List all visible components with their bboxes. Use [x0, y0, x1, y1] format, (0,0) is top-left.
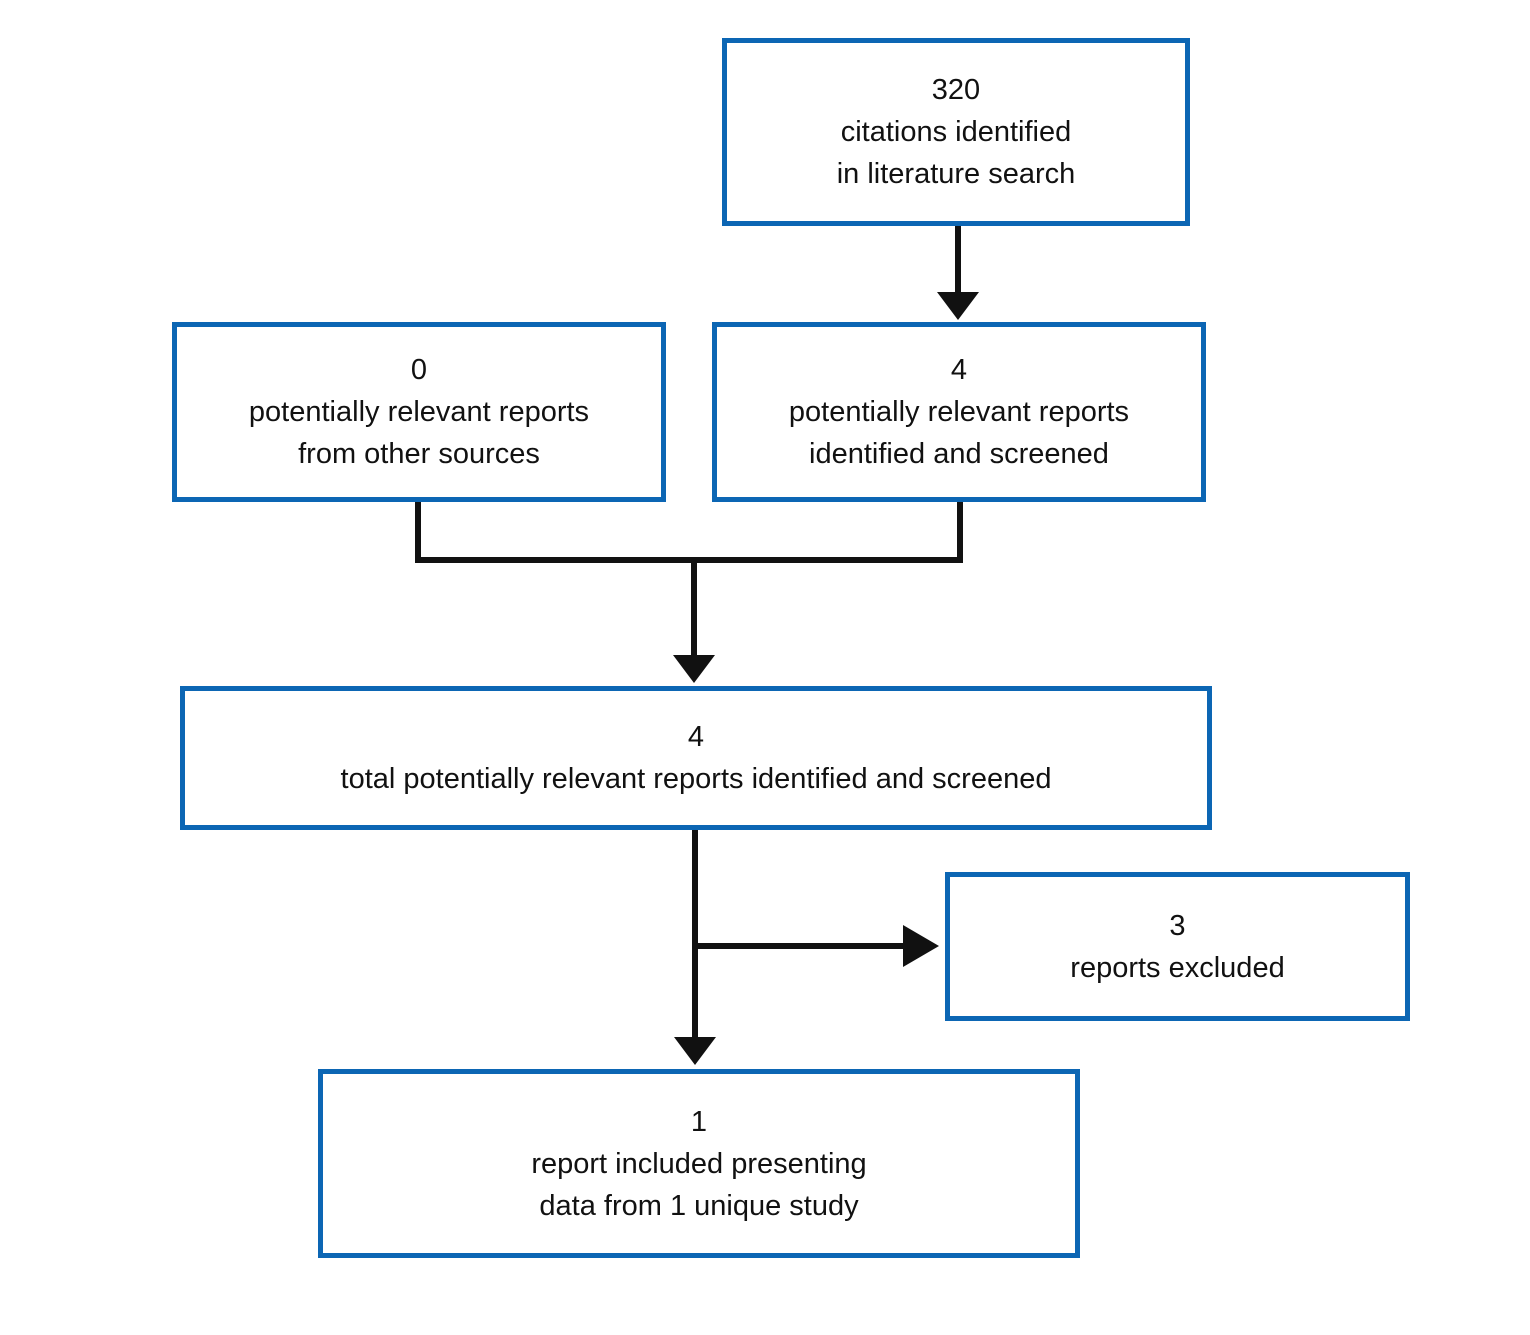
- citations-label-line2: in literature search: [836, 158, 1076, 190]
- reports-screened-count: 4: [950, 354, 968, 386]
- reports-screened-label-line1: potentially relevant reports: [788, 396, 1130, 428]
- box-reports-excluded: 3 reports excluded: [945, 872, 1410, 1021]
- citations-label-line1: citations identified: [840, 116, 1072, 148]
- arrow-total-to-excluded: [695, 925, 939, 967]
- total-screened-label: total potentially relevant reports ident…: [340, 763, 1052, 795]
- connector-merge: [415, 500, 963, 683]
- total-screened-count: 4: [687, 721, 705, 753]
- citations-count: 320: [931, 74, 981, 106]
- report-included-count: 1: [690, 1105, 708, 1138]
- reports-excluded-count: 3: [1169, 909, 1186, 942]
- arrow-total-to-included: [674, 828, 716, 1065]
- box-citations-identified: 320 citations identified in literature s…: [722, 38, 1190, 226]
- box-other-sources: 0 potentially relevant reports from othe…: [172, 322, 666, 502]
- box-reports-screened: 4 potentially relevant reports identifie…: [712, 322, 1206, 502]
- arrow-citations-to-screened: [937, 226, 979, 320]
- other-sources-label-line2: from other sources: [298, 438, 540, 470]
- reports-excluded-label: reports excluded: [1070, 951, 1285, 984]
- report-included-label-line2: data from 1 unique study: [539, 1189, 859, 1222]
- report-included-label-line1: report included presenting: [531, 1147, 867, 1180]
- reports-screened-label-line2: identified and screened: [809, 438, 1109, 470]
- other-sources-label-line1: potentially relevant reports: [248, 396, 590, 428]
- box-report-included: 1 report included presenting data from 1…: [318, 1069, 1080, 1258]
- other-sources-count: 0: [410, 354, 428, 386]
- box-total-screened: 4 total potentially relevant reports ide…: [180, 686, 1212, 830]
